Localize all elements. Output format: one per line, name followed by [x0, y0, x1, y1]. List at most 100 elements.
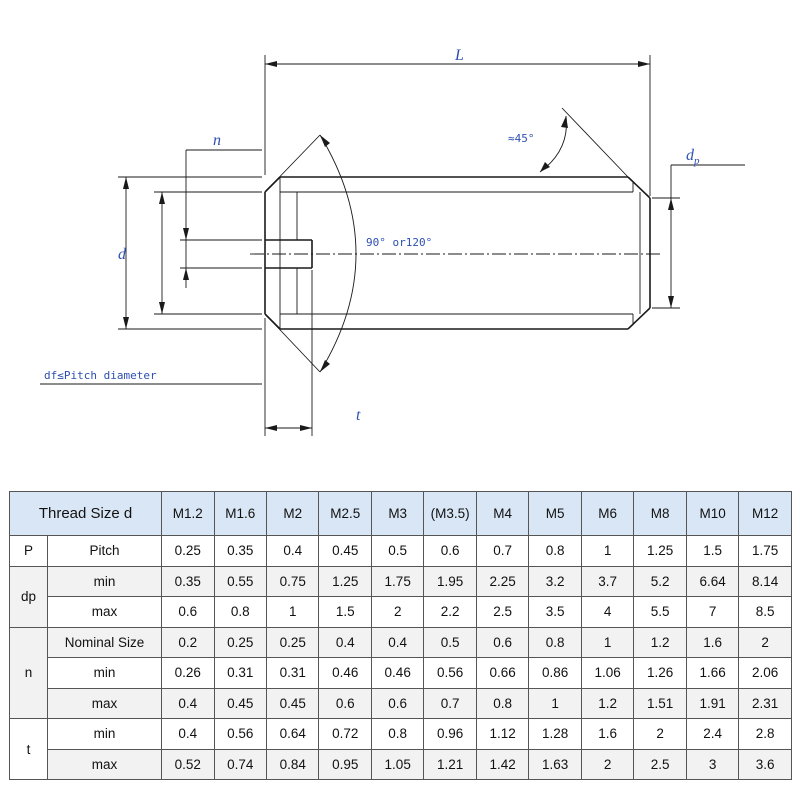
table-cell: 0.95: [318, 748, 372, 780]
header-thread-size: Thread Size d: [8, 491, 163, 536]
label-tip-angle: 90° or120°: [366, 236, 432, 249]
table-cell: 0.7: [475, 535, 530, 567]
table-cell: 0.6: [370, 687, 425, 719]
table-cell: 1.06: [580, 657, 635, 689]
table-cell: 1.75: [738, 535, 792, 567]
dimension-d: [118, 176, 262, 330]
table-cell: 1.6: [580, 718, 635, 750]
header-size: M10: [685, 491, 740, 536]
table-cell: 5.2: [633, 565, 687, 597]
table-cell: 1: [580, 626, 635, 658]
table-cell: 0.6: [318, 687, 372, 719]
table-cell: 0.75: [265, 565, 320, 597]
table-cell: 0.8: [213, 596, 267, 628]
label-dp: dp: [686, 147, 700, 167]
table-cell: 0.4: [318, 626, 372, 658]
table-cell: 1: [580, 535, 635, 567]
header-size: M1.6: [213, 491, 267, 536]
table-cell: 1.2: [580, 687, 635, 719]
table-cell: 3.2: [528, 565, 582, 597]
table-cell: 0.46: [370, 657, 425, 689]
table-cell: 1.42: [475, 748, 530, 780]
header-size: (M3.5): [423, 491, 477, 536]
table-cell: 1: [265, 596, 320, 628]
table-cell: 0.8: [528, 626, 582, 658]
table-cell: 0.6: [161, 596, 215, 628]
dimension-dp: [652, 164, 745, 309]
table-cell: 0.2: [161, 626, 215, 658]
table-cell: 0.4: [161, 718, 215, 750]
table-cell: 0.4: [161, 687, 215, 719]
row-group-label: n: [9, 626, 48, 719]
table-cell: 0.8: [475, 687, 530, 719]
tip-angle: [264, 134, 357, 373]
table-cell: 3.7: [580, 565, 635, 597]
row-label: Nominal Size: [46, 626, 163, 658]
table-cell: 0.46: [318, 657, 372, 689]
header-size: M1.2: [161, 491, 215, 536]
table-cell: 1.63: [528, 748, 582, 780]
table-cell: 2.2: [423, 596, 477, 628]
table-cell: 0.56: [423, 657, 477, 689]
table-cell: 0.4: [370, 626, 425, 658]
table-cell: 1.25: [633, 535, 687, 567]
table-cell: 0.8: [528, 535, 582, 567]
table-cell: 0.8: [370, 718, 425, 750]
row-label: max: [46, 748, 163, 780]
row-label: min: [46, 718, 163, 750]
table-cell: 1.26: [633, 657, 687, 689]
header-size: M5: [528, 491, 582, 536]
table-cell: 3.5: [528, 596, 582, 628]
table-cell: 0.74: [213, 748, 267, 780]
table-cell: 1.5: [318, 596, 372, 628]
table-cell: 0.45: [318, 535, 372, 567]
table-cell: 0.64: [265, 718, 320, 750]
table-cell: 1.6: [685, 626, 740, 658]
table-cell: 1.51: [633, 687, 687, 719]
table-cell: 0.25: [265, 626, 320, 658]
table-cell: 0.35: [213, 535, 267, 567]
row-label: Pitch: [46, 535, 163, 567]
row-group-label: dp: [9, 565, 48, 628]
set-screw-drawing: L n d dp ≈45°: [40, 47, 745, 436]
dimension-n: [180, 149, 262, 288]
table-cell: 8.14: [738, 565, 792, 597]
table-cell: 7: [685, 596, 740, 628]
table-cell: 0.4: [265, 535, 320, 567]
table-cell: 1.95: [423, 565, 477, 597]
note-pitch-diameter: df≤Pitch diameter: [44, 369, 157, 382]
table-cell: 0.7: [423, 687, 477, 719]
table-cell: 2.5: [475, 596, 530, 628]
table-cell: 0.45: [213, 687, 267, 719]
table-cell: 2.25: [475, 565, 530, 597]
label-t: t: [356, 407, 361, 424]
table-cell: 1.28: [528, 718, 582, 750]
header-size: M8: [633, 491, 687, 536]
table-cell: 0.84: [265, 748, 320, 780]
header-size: M4: [475, 491, 530, 536]
header-size: M12: [738, 491, 792, 536]
header-row: Thread Size d M1.2 M1.6 M2 M2.5 M3 (M3.5…: [8, 491, 792, 536]
table-cell: 8.5: [738, 596, 792, 628]
table-cell: 0.72: [318, 718, 372, 750]
table-cell: 0.86: [528, 657, 582, 689]
table-cell: 0.35: [161, 565, 215, 597]
table-cell: 1.05: [370, 748, 425, 780]
header-size: M3: [370, 491, 425, 536]
table-cell: 0.52: [161, 748, 215, 780]
row-group-label: P: [9, 535, 48, 567]
label-angle45: ≈45°: [508, 132, 535, 145]
row-label: min: [46, 565, 163, 597]
table-cell: 0.45: [265, 687, 320, 719]
row-label: min: [46, 657, 163, 689]
table-cell: 1.21: [423, 748, 477, 780]
header-size: M2.5: [318, 491, 372, 536]
header-size: M2: [265, 491, 320, 536]
table-cell: 0.96: [423, 718, 477, 750]
screw-outline: [264, 176, 651, 330]
